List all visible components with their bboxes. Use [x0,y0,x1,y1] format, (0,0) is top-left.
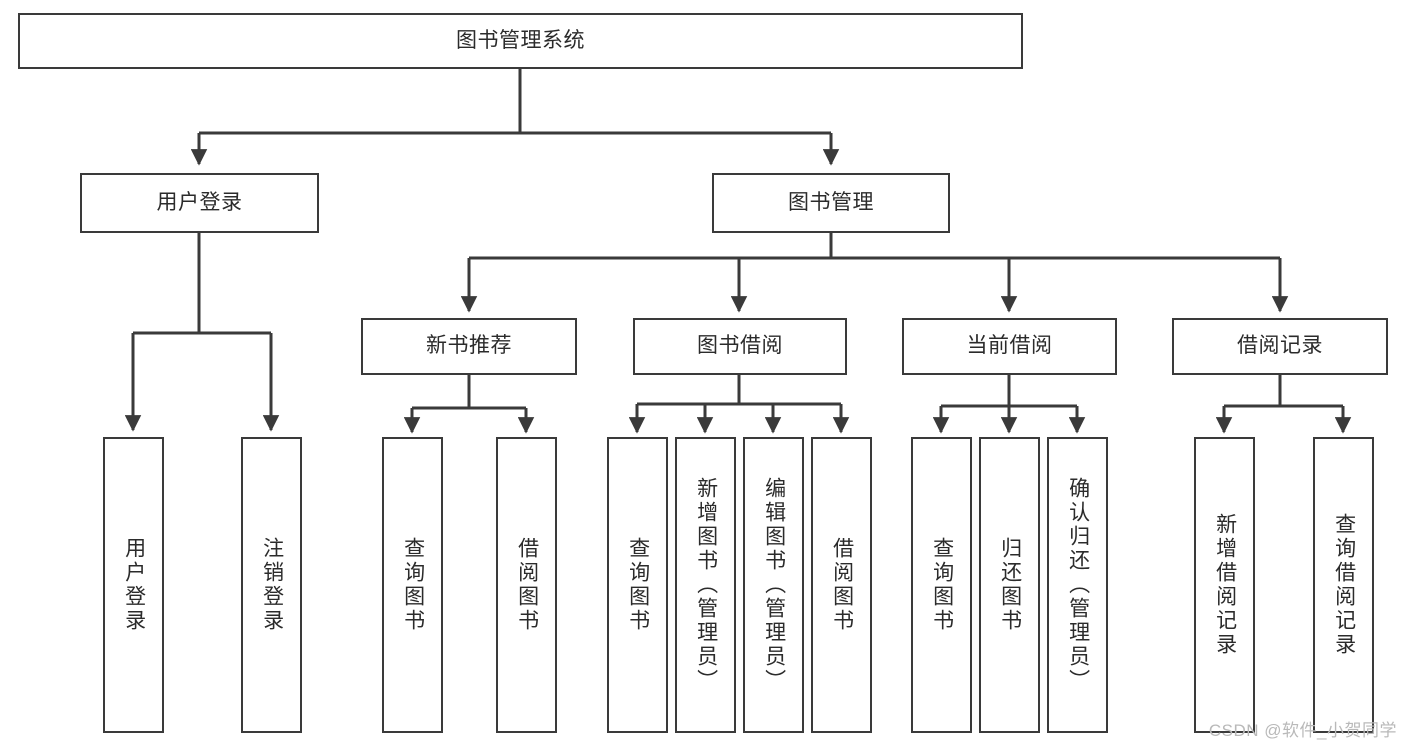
node-label: 用户登录 [156,190,243,214]
node-borrow-record[interactable]: 借阅记录 [1172,318,1388,375]
node-label: 图书借阅 [697,334,783,358]
node-label: 确认归还（管理员） [1066,477,1090,693]
node-user-login[interactable]: 用户登录 [80,173,319,233]
node-current-borrow[interactable]: 当前借阅 [902,318,1117,375]
node-label: 用户登录 [122,537,146,633]
node-label: 查询图书 [626,537,650,633]
node-book-manage[interactable]: 图书管理 [712,173,950,233]
leaf-edit-book[interactable]: 编辑图书（管理员） [743,437,804,733]
node-label: 查询图书 [401,537,425,633]
leaf-borrow-book-recommend[interactable]: 借阅图书 [496,437,557,733]
leaf-logout-login[interactable]: 注销登录 [241,437,302,733]
leaf-query-borrow-record[interactable]: 查询借阅记录 [1313,437,1374,733]
node-label: 查询借阅记录 [1332,513,1356,657]
node-book-borrow[interactable]: 图书借阅 [633,318,847,375]
leaf-query-book-borrow[interactable]: 查询图书 [607,437,668,733]
node-label: 借阅图书 [515,537,539,633]
node-label: 新书推荐 [426,334,512,358]
leaf-add-borrow-record[interactable]: 新增借阅记录 [1194,437,1255,733]
node-label: 图书管理系统 [456,28,585,52]
node-label: 当前借阅 [966,334,1053,358]
node-label: 借阅记录 [1237,334,1323,358]
node-label: 借阅图书 [830,537,854,633]
node-label: 图书管理 [788,190,874,214]
leaf-return-book[interactable]: 归还图书 [979,437,1040,733]
leaf-borrow-book[interactable]: 借阅图书 [811,437,872,733]
node-label: 注销登录 [260,537,284,633]
csdn-watermark: CSDN @软件_小贺同学 [1208,721,1397,740]
node-label: 新增图书（管理员） [694,477,718,693]
node-label: 编辑图书（管理员） [762,477,786,693]
node-label: 归还图书 [998,537,1022,633]
leaf-query-book-current[interactable]: 查询图书 [911,437,972,733]
leaf-confirm-return[interactable]: 确认归还（管理员） [1047,437,1108,733]
node-label: 查询图书 [930,537,954,633]
node-new-book-recommend[interactable]: 新书推荐 [361,318,577,375]
leaf-user-login[interactable]: 用户登录 [103,437,164,733]
node-book-management-system[interactable]: 图书管理系统 [18,13,1023,69]
node-label: 新增借阅记录 [1213,513,1237,657]
leaf-query-book-recommend[interactable]: 查询图书 [382,437,443,733]
leaf-add-book[interactable]: 新增图书（管理员） [675,437,736,733]
